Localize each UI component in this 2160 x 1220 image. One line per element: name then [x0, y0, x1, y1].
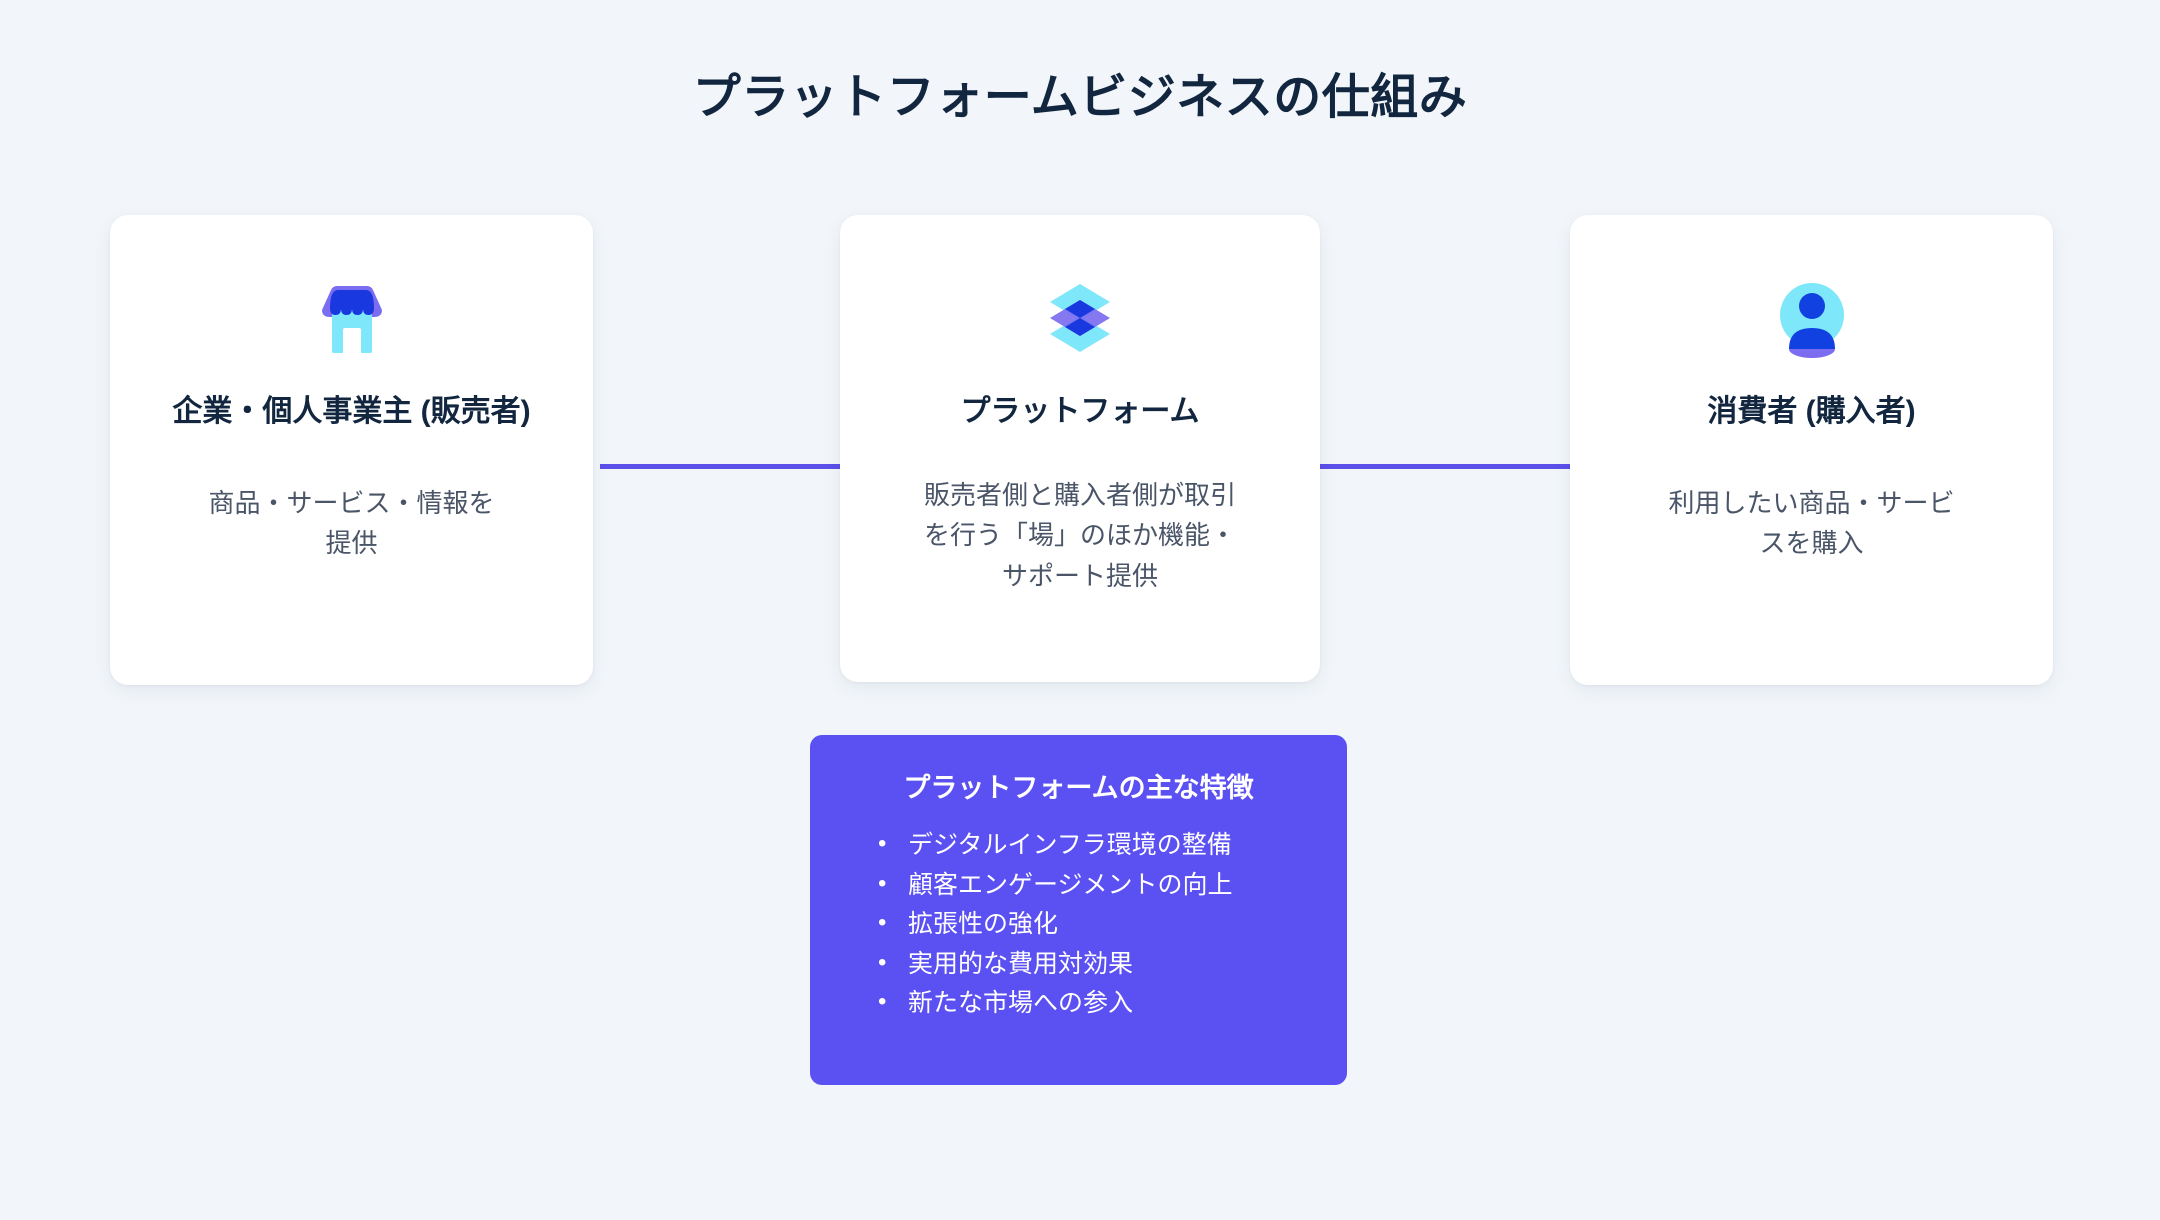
feature-box-heading: プラットフォームの主な特徴	[903, 773, 1254, 803]
card-description: 販売者側と購入者側が取引を行う「場」のほか機能・サポート提供	[923, 480, 1236, 591]
platform-features-box: プラットフォームの主な特徴 デジタルインフラ環境の整備 顧客エンゲージメントの向…	[810, 735, 1347, 1085]
card-buyer[interactable]: 消費者 (購入者) 利用したい商品・サービスを購入	[1570, 215, 2053, 685]
cards-row: 企業・個人事業主 (販売者) 商品・サービス・情報を提供 プラットフォーム 販売…	[110, 215, 2053, 685]
feature-list: デジタルインフラ環境の整備 顧客エンゲージメントの向上 拡張性の強化 実用的な費…	[844, 827, 1313, 1022]
list-item: デジタルインフラ環境の整備	[874, 827, 1313, 864]
user-avatar-icon	[1764, 270, 1860, 366]
storefront-icon	[304, 270, 400, 366]
layers-icon	[1032, 270, 1128, 366]
list-item: 新たな市場への参入	[874, 985, 1313, 1022]
card-description: 利用したい商品・サービスを購入	[1668, 488, 1955, 559]
page-title: プラットフォームビジネスの仕組み	[692, 71, 1468, 124]
card-title: 企業・個人事業主 (販売者)	[172, 395, 531, 428]
list-item: 拡張性の強化	[874, 906, 1313, 943]
connector-line-platform-to-buyer	[1320, 464, 1570, 469]
card-description: 商品・サービス・情報を提供	[208, 488, 495, 559]
card-title: プラットフォーム	[960, 395, 1200, 428]
card-platform[interactable]: プラットフォーム 販売者側と購入者側が取引を行う「場」のほか機能・サポート提供	[840, 215, 1320, 682]
list-item: 実用的な費用対効果	[874, 946, 1313, 983]
card-seller[interactable]: 企業・個人事業主 (販売者) 商品・サービス・情報を提供	[110, 215, 593, 685]
card-title: 消費者 (購入者)	[1707, 395, 1916, 428]
connector-line-seller-to-platform	[600, 464, 850, 469]
list-item: 顧客エンゲージメントの向上	[874, 867, 1313, 904]
